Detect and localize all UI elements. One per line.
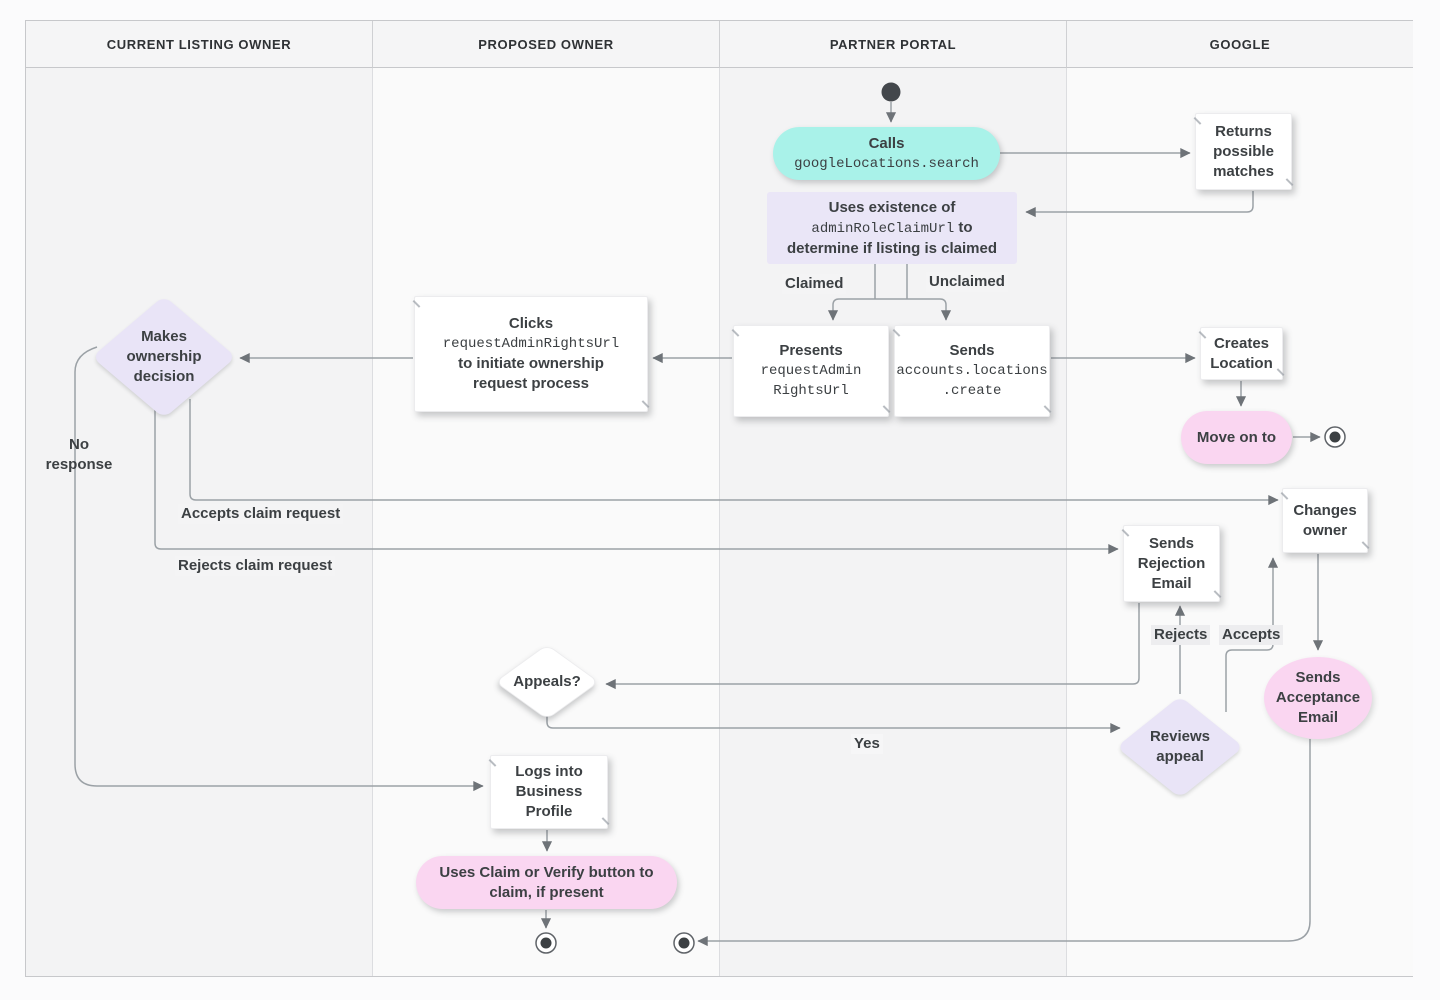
node-text: to initiate ownership [458,355,604,372]
node-title: Sends [949,342,995,359]
node-code: adminRoleClaimUrl [811,220,955,237]
node-code: .create [942,383,1002,399]
edge-label-claimed: Claimed [782,274,847,294]
lane-header-google: GOOGLE [1067,21,1413,68]
edge-label-rejects-claim-request: Rejects claim request [175,556,336,576]
node-sends-acceptance-email: Sends Acceptance Email [1264,657,1372,739]
node-sends-rejection-email: Sends Rejection Email [1121,525,1222,602]
node-code: requestAdmin [760,363,862,379]
edge-label-yes: Yes [851,734,883,754]
edge-label-accepts: Accepts [1219,625,1284,645]
node-returns-possible-matches: Returns possible matches [1193,113,1294,190]
node-text: request process [473,375,589,392]
node-reviews-appeal: Reviews appeal [1135,727,1225,767]
node-clicks-requestadminrightsurl: Clicks requestAdminRightsUrl to initiate… [412,296,650,412]
node-title: Clicks [508,315,554,332]
lane-title: PARTNER PORTAL [829,36,957,52]
node-uses-claim-or-verify-button: Uses Claim or Verify button to claim, if… [416,856,677,909]
node-text: Logs into Business Profile [515,763,583,820]
lane-title: CURRENT LISTING OWNER [106,36,292,52]
node-text: Returns possible matches [1213,122,1274,180]
edge-label-unclaimed: Unclaimed [926,272,1008,292]
node-code: RightsUrl [773,383,849,399]
node-text: Uses Claim or Verify button to claim, if… [439,863,654,901]
node-title: Calls [868,134,905,152]
edge-label-no-response: No response [45,436,113,473]
node-text: adminRoleClaimUrl to [811,218,972,239]
node-code: requestAdminRightsUrl [442,336,620,352]
node-title: Presents [779,342,843,359]
node-text: Uses existence of [828,198,956,216]
node-logs-into-business-profile: Logs into Business Profile [488,755,610,829]
node-changes-owner: Changes owner [1280,488,1370,553]
lane-title: GOOGLE [1209,36,1271,52]
node-makes-ownership-decision: Makes ownership decision [109,317,219,397]
node-text: Reviews appeal [1149,728,1211,765]
node-move-on-to: Move on to [1181,411,1292,464]
node-code: googleLocations.search [794,155,979,172]
lane-header-current-listing-owner: CURRENT LISTING OWNER [26,21,373,68]
node-creates-location: Creates Location [1198,327,1285,380]
node-text: Creates Location [1210,334,1273,372]
node-presents-requestadminrightsurl: Presents requestAdmin RightsUrl [731,325,891,417]
node-sends-accounts-locations-create: Sends accounts.locations .create [892,325,1052,417]
node-uses-existence: Uses existence of adminRoleClaimUrl to d… [767,192,1017,264]
lane-proposed-owner [373,68,720,976]
lane-title: PROPOSED OWNER [478,36,614,52]
node-appeals: Appeals? [497,662,597,702]
node-text: determine if listing is claimed [786,239,998,257]
lane-header-partner-portal: PARTNER PORTAL [720,21,1067,68]
node-text: Appeals? [513,673,581,690]
edge-label-accepts-claim-request: Accepts claim request [178,504,344,524]
node-text: Sends Acceptance Email [1275,669,1361,726]
node-calls-googlelocations-search: Calls googleLocations.search [773,127,1000,180]
lane-header-proposed-owner: PROPOSED OWNER [373,21,720,68]
edge-label-rejects: Rejects [1151,625,1211,645]
node-text: Changes owner [1293,501,1357,539]
node-text: Makes ownership decision [126,328,202,385]
node-text: Move on to [1196,428,1277,446]
node-code: accounts.locations [896,363,1048,379]
node-text: to [954,218,973,236]
node-text: Sends Rejection Email [1137,534,1206,592]
